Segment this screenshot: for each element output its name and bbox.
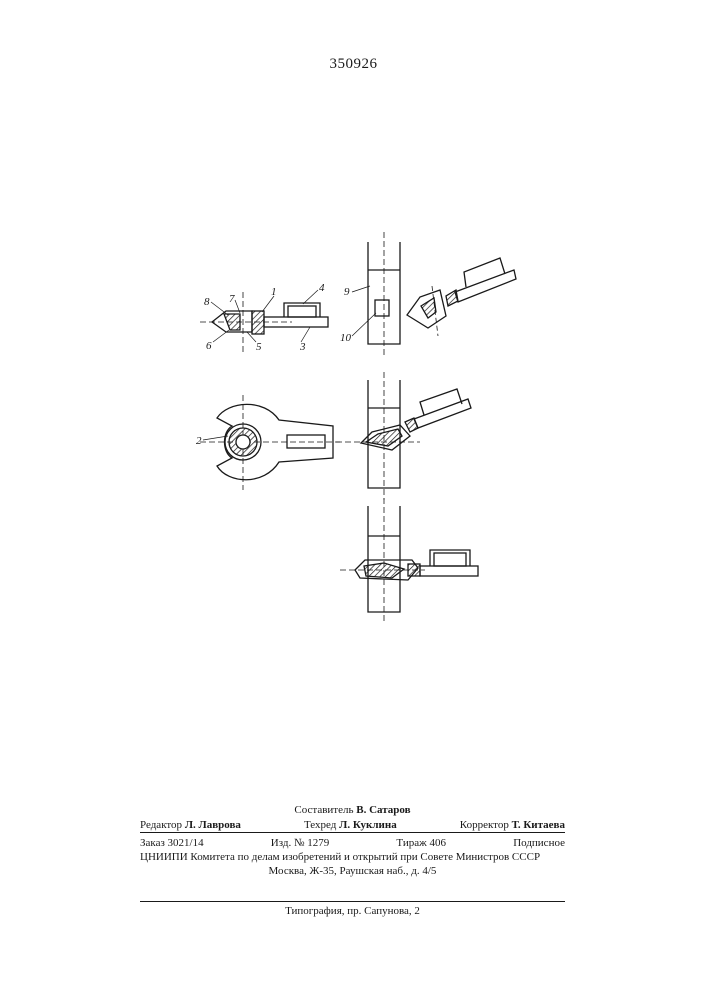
order-row: Заказ 3021/14 Изд. № 1279 Тираж 406 Подп… <box>140 836 565 850</box>
figure-wrench-plan <box>200 395 340 490</box>
label-4: 4 <box>319 282 325 294</box>
publisher-address: Москва, Ж-35, Раушская наб., д. 4/5 <box>140 864 565 878</box>
techred: Техред Л. Куклина <box>304 818 397 832</box>
order-number: Заказ 3021/14 <box>140 836 204 850</box>
figure-side-view <box>200 292 328 352</box>
editor-name: Л. Лаврова <box>185 819 241 831</box>
print-run: Тираж 406 <box>396 836 446 850</box>
figure-wrench-plan-labels: 2 <box>196 435 228 447</box>
label-10: 10 <box>340 332 352 344</box>
label-7: 7 <box>229 293 235 305</box>
compiler-name: В. Сатаров <box>356 804 410 816</box>
figure-rod-engaged <box>336 372 471 500</box>
figure-rod-approach <box>368 232 516 356</box>
divider-top <box>140 832 565 833</box>
label-8: 8 <box>204 296 210 308</box>
label-3: 3 <box>299 341 306 353</box>
divider-bottom <box>140 901 565 902</box>
compiler-line: Составитель В. Сатаров <box>140 803 565 817</box>
label-5: 5 <box>256 341 262 353</box>
techred-label: Техред <box>304 819 336 831</box>
compiler-label: Составитель <box>294 804 353 816</box>
publication-details: Заказ 3021/14 Изд. № 1279 Тираж 406 Подп… <box>140 836 565 878</box>
corrector-name: Т. Китаева <box>512 819 565 831</box>
printing-house: Типография, пр. Сапунова, 2 <box>140 904 565 918</box>
corrector: Корректор Т. Китаева <box>460 818 565 832</box>
publisher: ЦНИИПИ Комитета по делам изобретений и о… <box>140 850 565 864</box>
label-2: 2 <box>196 435 202 447</box>
editor: Редактор Л. Лаврова <box>140 818 241 832</box>
techred-name: Л. Куклина <box>339 819 397 831</box>
label-9: 9 <box>344 286 350 298</box>
edition-number: Изд. № 1279 <box>271 836 329 850</box>
label-6: 6 <box>206 340 212 352</box>
figure-rod-seated <box>340 498 478 622</box>
corrector-label: Корректор <box>460 819 509 831</box>
subscription: Подписное <box>513 836 565 850</box>
editor-label: Редактор <box>140 819 182 831</box>
figure-rod-approach-labels: 9 10 <box>340 286 376 344</box>
staff-line: Редактор Л. Лаврова Техред Л. Куклина Ко… <box>140 818 565 832</box>
